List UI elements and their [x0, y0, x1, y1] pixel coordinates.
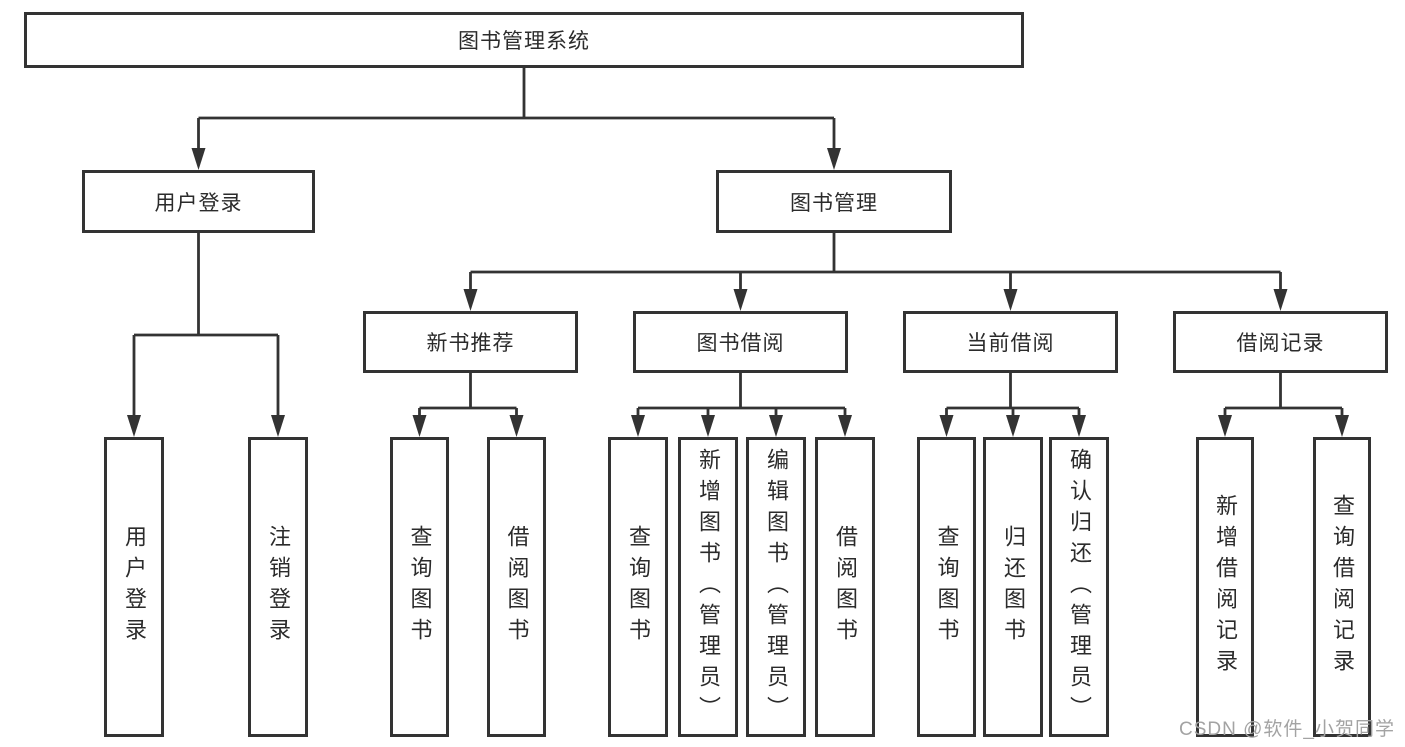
node-module-new-book-recommend: 新书推荐	[363, 311, 578, 373]
arrowhead	[1273, 289, 1288, 311]
node-leaf-borrow-books-1: 借阅图书	[487, 437, 546, 737]
node-module-label: 新书推荐	[426, 332, 515, 355]
node-root-label: 图书管理系统	[458, 30, 590, 53]
node-root-system: 图书管理系统	[24, 12, 1024, 68]
arrowhead	[701, 415, 715, 437]
node-leaf-label: 确认归还（管理员）	[1067, 447, 1092, 727]
arrowhead	[838, 415, 852, 437]
arrowhead	[127, 415, 141, 437]
arrowhead	[939, 415, 954, 437]
node-leaf-label: 查询图书	[934, 525, 960, 649]
arrowhead	[1218, 415, 1232, 437]
connector-new-book-rec-to-leaves	[412, 373, 524, 437]
node-branch-user-login: 用户登录	[82, 170, 315, 233]
node-leaf-label: 查询图书	[407, 525, 433, 649]
node-leaf-add-borrow-record: 新增借阅记录	[1196, 437, 1254, 737]
arrowhead	[1006, 415, 1020, 437]
connector-root-to-branches	[191, 68, 841, 170]
arrowhead	[1072, 415, 1086, 437]
node-module-book-borrow: 图书借阅	[633, 311, 848, 373]
node-leaf-query-borrow-record: 查询借阅记录	[1313, 437, 1371, 737]
arrowhead	[769, 415, 783, 437]
node-leaf-query-books-3: 查询图书	[917, 437, 976, 737]
connector-user-login-to-leaves	[127, 233, 285, 437]
node-branch-book-management: 图书管理	[716, 170, 952, 233]
node-module-borrow-records: 借阅记录	[1173, 311, 1388, 373]
node-leaf-label: 编辑图书（管理员）	[764, 447, 789, 727]
arrowhead	[1335, 415, 1349, 437]
node-module-current-borrow: 当前借阅	[903, 311, 1118, 373]
arrowhead	[191, 148, 206, 170]
node-branch-label: 用户登录	[154, 191, 243, 215]
node-leaf-return-book: 归还图书	[983, 437, 1043, 737]
node-leaf-label: 查询借阅记录	[1330, 494, 1355, 680]
node-leaf-user-login: 用户登录	[104, 437, 164, 737]
arrowhead	[412, 415, 427, 437]
node-leaf-query-books-1: 查询图书	[390, 437, 449, 737]
node-leaf-edit-book-admin: 编辑图书（管理员）	[746, 437, 806, 737]
arrowhead	[1003, 289, 1018, 311]
csdn-watermark: CSDN @软件_小贺同学	[1179, 719, 1395, 740]
connector-current-borrow-to-leaves	[939, 373, 1086, 437]
node-branch-label: 图书管理	[790, 191, 878, 215]
arrowhead	[509, 415, 524, 437]
node-leaf-query-books-2: 查询图书	[608, 437, 668, 737]
connector-borrow-records-to-leaves	[1218, 373, 1349, 437]
node-leaf-label: 注销登录	[266, 525, 291, 649]
connector-book-mgmt-to-modules	[463, 233, 1288, 311]
node-leaf-label: 用户登录	[122, 525, 147, 649]
arrowhead	[827, 148, 841, 170]
node-leaf-label: 借阅图书	[833, 525, 858, 649]
node-leaf-label: 归还图书	[1001, 525, 1026, 649]
node-module-label: 图书借阅	[696, 332, 785, 355]
node-leaf-borrow-books-2: 借阅图书	[815, 437, 875, 737]
node-leaf-label: 借阅图书	[504, 525, 530, 649]
arrowhead	[271, 415, 285, 437]
node-leaf-logout: 注销登录	[248, 437, 308, 737]
node-leaf-label: 新增图书（管理员）	[696, 447, 721, 727]
arrowhead	[631, 415, 645, 437]
node-leaf-label: 查询图书	[626, 525, 651, 649]
arrowhead	[463, 289, 478, 311]
node-module-label: 借阅记录	[1236, 332, 1325, 355]
node-leaf-add-book-admin: 新增图书（管理员）	[678, 437, 738, 737]
node-module-label: 当前借阅	[966, 332, 1055, 355]
connector-book-borrow-to-leaves	[631, 373, 852, 437]
arrowhead	[733, 289, 748, 311]
node-leaf-confirm-return-admin: 确认归还（管理员）	[1049, 437, 1109, 737]
node-leaf-label: 新增借阅记录	[1213, 494, 1238, 680]
